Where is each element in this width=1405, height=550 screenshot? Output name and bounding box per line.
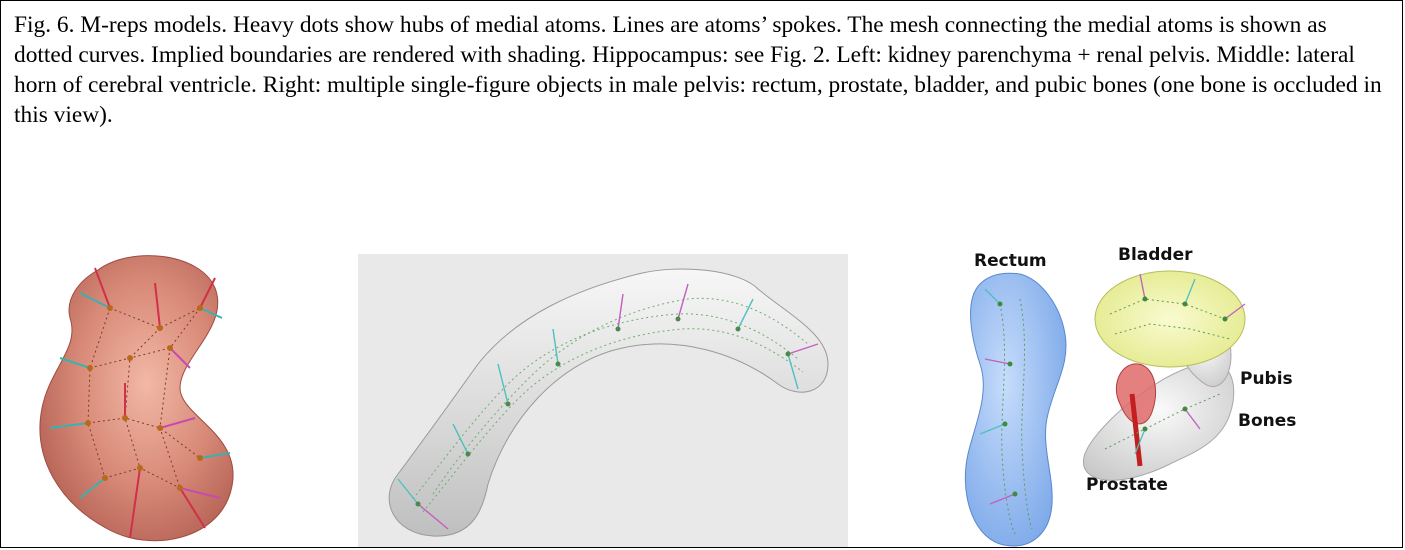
- kidney-model-image: [10, 248, 310, 548]
- bladder-label: Bladder: [1118, 245, 1193, 265]
- ventricle-model-image: [358, 254, 848, 547]
- bones-label: Bones: [1238, 411, 1296, 431]
- prostate-label: Prostate: [1086, 475, 1168, 495]
- pelvis-model-image: Rectum Bladder Pubis Bones Prostate: [940, 244, 1340, 548]
- pubis-label: Pubis: [1240, 369, 1293, 389]
- rectum-surface: [965, 273, 1066, 546]
- figure-caption: Fig. 6. M-reps models. Heavy dots show h…: [14, 10, 1389, 130]
- rectum-label: Rectum: [974, 251, 1047, 271]
